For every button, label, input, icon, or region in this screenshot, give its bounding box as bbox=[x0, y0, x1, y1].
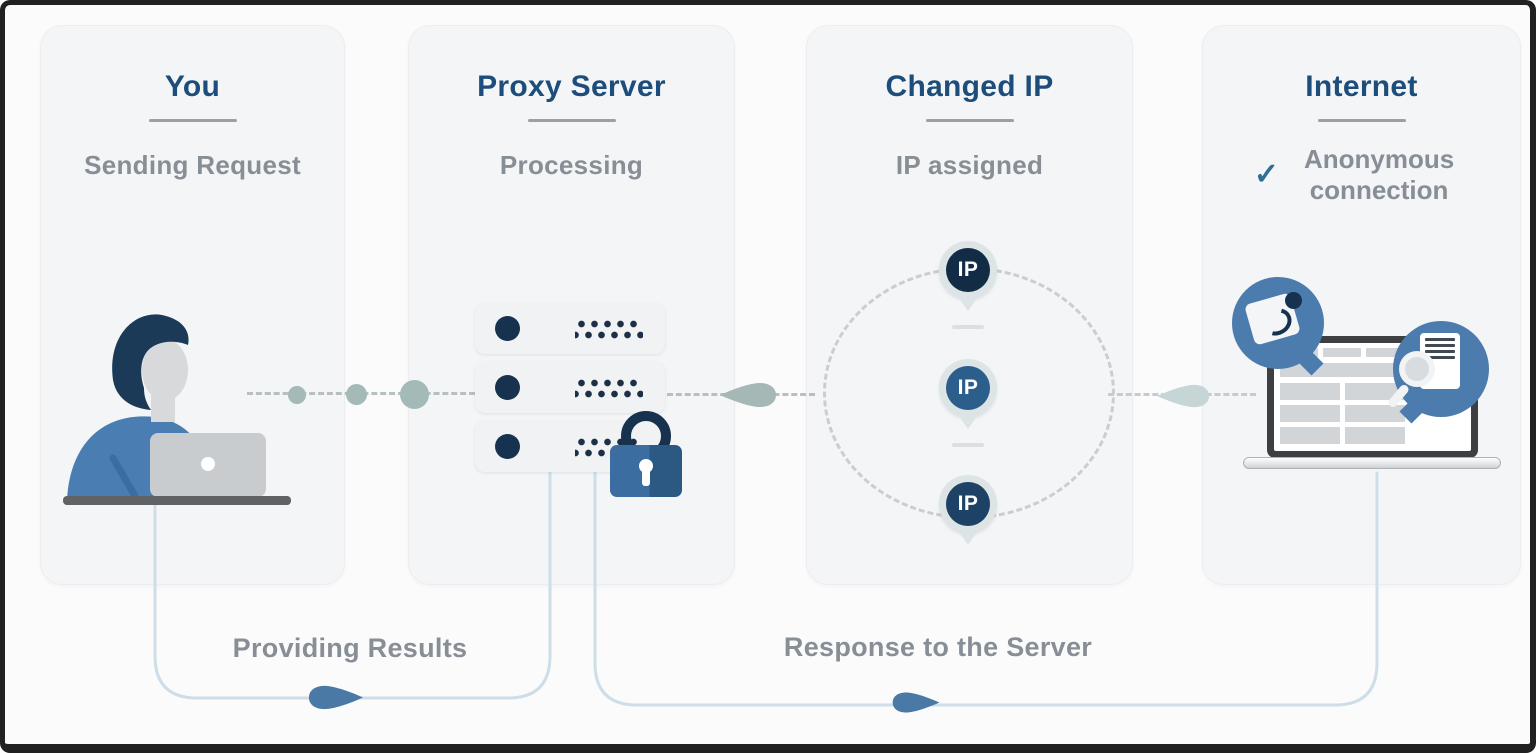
laptop-base bbox=[1243, 457, 1501, 469]
document-line bbox=[1425, 344, 1455, 347]
server-vents-icon bbox=[575, 376, 643, 400]
server-led-icon bbox=[495, 316, 520, 341]
lock-icon bbox=[610, 411, 682, 499]
ip-pin-head: IP bbox=[939, 359, 997, 417]
panel-ip-title: Changed IP bbox=[885, 70, 1054, 103]
ip-pin-core: IP bbox=[946, 366, 990, 410]
laptop-logo bbox=[201, 457, 215, 471]
ip-pin-head: IP bbox=[939, 475, 997, 533]
webpage-block bbox=[1280, 383, 1340, 400]
ip-pin-core: IP bbox=[946, 248, 990, 292]
pin-separator bbox=[952, 325, 984, 329]
user-at-laptop-illustration bbox=[63, 314, 291, 505]
panel-internet-subtitle: Anonymous connection bbox=[1303, 144, 1455, 205]
panel-you-divider bbox=[148, 119, 237, 122]
document-line bbox=[1425, 350, 1455, 353]
providing-results-label: Providing Results bbox=[232, 633, 468, 663]
panel-ip-subtitle: IP assigned bbox=[895, 150, 1044, 180]
check-icon: ✓ bbox=[1253, 157, 1280, 191]
ip-pin-tail bbox=[954, 291, 982, 311]
privacy-bubble-icon bbox=[1232, 277, 1324, 369]
panel-proxy-subtitle: Processing bbox=[499, 150, 644, 180]
desk bbox=[63, 496, 291, 505]
connector-dot-large bbox=[400, 380, 429, 409]
ip-pin: IP bbox=[939, 475, 997, 545]
search-document-bubble-icon bbox=[1386, 321, 1489, 417]
server-unit bbox=[475, 303, 665, 354]
request-arrow-icon bbox=[717, 381, 779, 409]
webpage-block bbox=[1366, 348, 1404, 357]
connector-dot-medium bbox=[346, 384, 367, 405]
response-to-server-label: Response to the Server bbox=[783, 632, 1093, 662]
webpage-block bbox=[1345, 427, 1405, 444]
ip-pin-label: IP bbox=[957, 376, 979, 399]
server-led-icon bbox=[495, 375, 520, 400]
webpage-block bbox=[1280, 363, 1396, 377]
server-led-icon bbox=[495, 434, 520, 459]
ip-pin: IP bbox=[939, 359, 997, 429]
webpage-block bbox=[1345, 405, 1405, 422]
panel-you-subtitle: Sending Request bbox=[84, 150, 301, 180]
webpage-block bbox=[1280, 405, 1340, 422]
lock-keyhole-stem bbox=[642, 469, 650, 486]
webpage-block bbox=[1323, 348, 1361, 357]
webpage-grid bbox=[1280, 383, 1465, 444]
providing-results-arrow-icon bbox=[307, 681, 365, 714]
pin-separator bbox=[952, 443, 984, 447]
magnifier-icon bbox=[1399, 351, 1435, 387]
ip-pin-head: IP bbox=[939, 241, 997, 299]
server-vents-icon bbox=[575, 317, 643, 341]
ip-pin-tail bbox=[954, 409, 982, 429]
panel-internet-title: Internet bbox=[1305, 70, 1418, 103]
tracker-dot bbox=[1285, 292, 1302, 309]
person-face bbox=[142, 339, 188, 401]
person-arm-crease bbox=[109, 454, 139, 500]
server-unit bbox=[475, 362, 665, 413]
ip-pin-tail bbox=[954, 525, 982, 545]
anonymous-connection-row: ✓ Anonymous connection bbox=[1203, 144, 1520, 205]
server-stack-illustration bbox=[475, 303, 682, 503]
panel-ip-divider bbox=[925, 119, 1014, 122]
request-arrow-icon-pale bbox=[1155, 383, 1211, 409]
connector-dot-small bbox=[288, 386, 306, 404]
ip-pin-core: IP bbox=[946, 482, 990, 526]
webpage-block bbox=[1345, 383, 1405, 400]
webpage-block bbox=[1280, 427, 1340, 444]
panel-you-title: You bbox=[164, 70, 221, 103]
document-line bbox=[1425, 338, 1455, 341]
person-hair bbox=[112, 314, 189, 410]
response-arrow-icon bbox=[891, 687, 941, 718]
ip-pin-label: IP bbox=[957, 258, 979, 281]
document-line bbox=[1425, 356, 1455, 359]
panel-internet-divider bbox=[1317, 119, 1406, 122]
ip-pin-label: IP bbox=[957, 492, 979, 515]
ip-pin: IP bbox=[939, 241, 997, 311]
panel-proxy-title: Proxy Server bbox=[477, 70, 666, 103]
panel-proxy-divider bbox=[527, 119, 616, 122]
